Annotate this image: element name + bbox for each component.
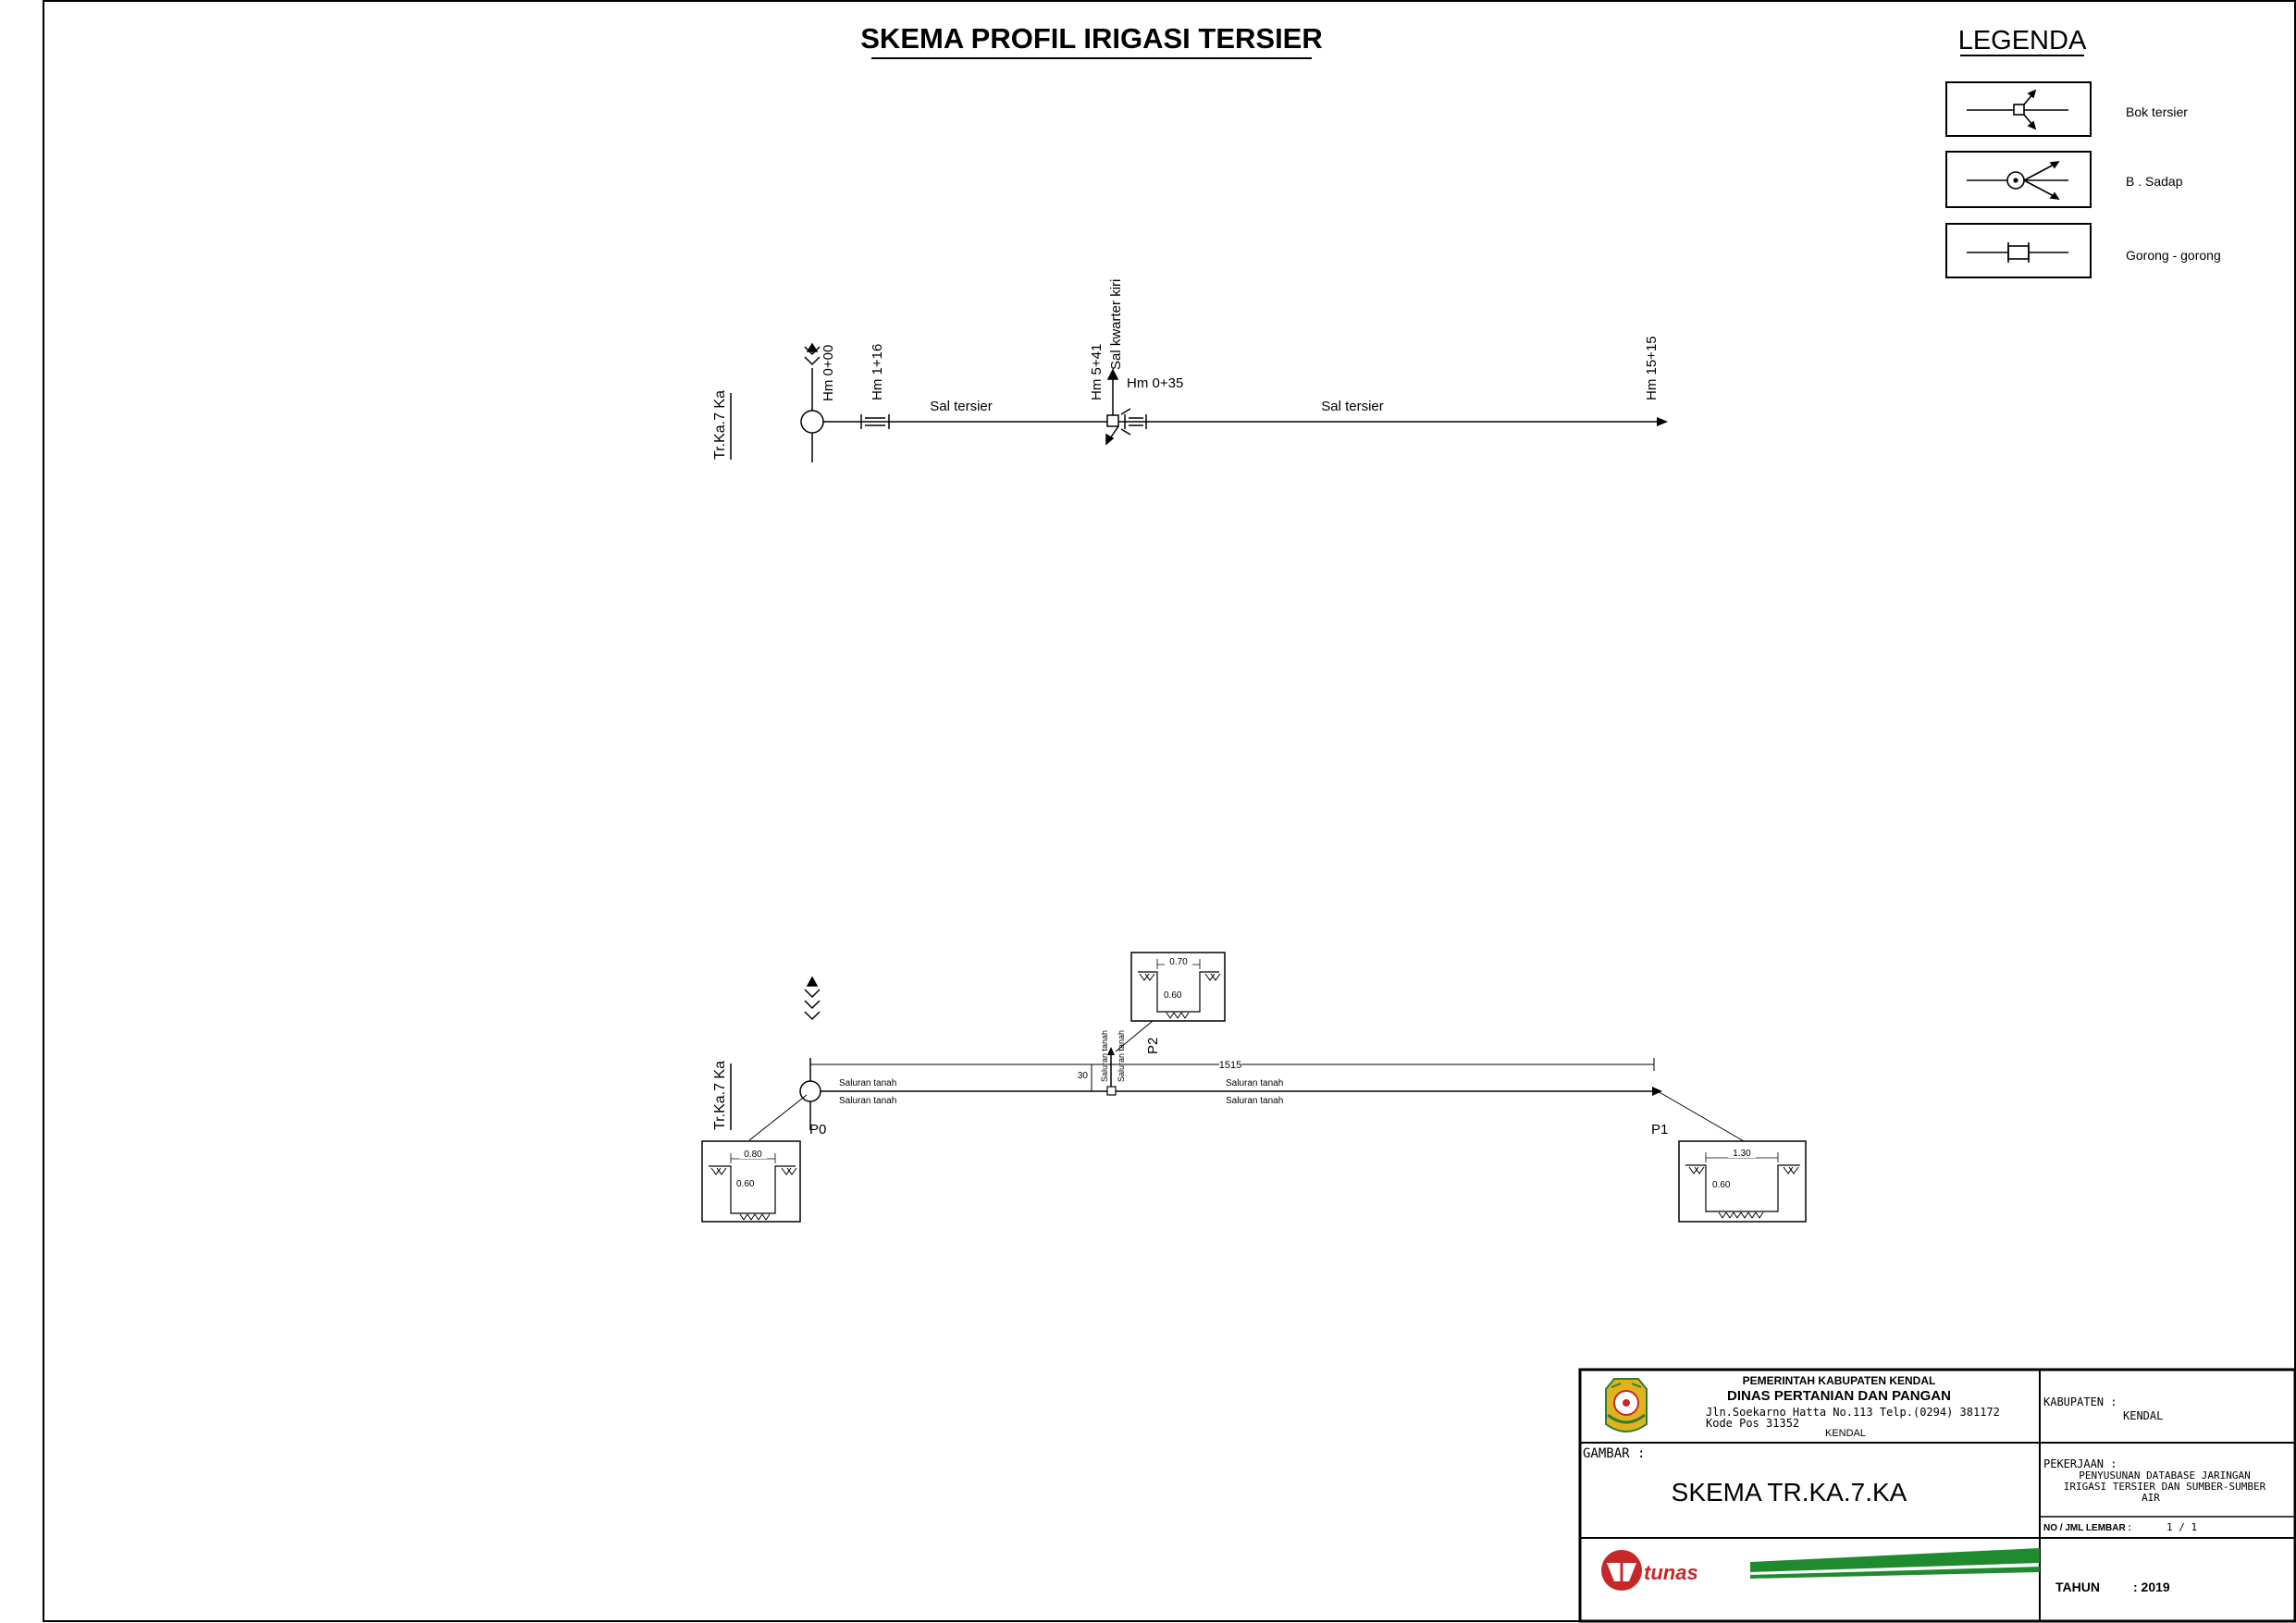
profile-point-label: P0 [809, 1122, 826, 1137]
gorong-gorong-icon [1124, 414, 1147, 429]
kabupaten-label: KABUPATEN : [2043, 1396, 2117, 1408]
profile-flow-icon [804, 976, 821, 1021]
cross-section-depth: 0.60 [736, 1179, 755, 1189]
gorong-gorong-symbol-icon [1967, 242, 2068, 263]
profile-channel-label: Saluran tanah [839, 1078, 896, 1088]
pekerjaan-line1: PENYUSUNAN DATABASE JARINGAN [2079, 1469, 2250, 1482]
profile-intake-icon [799, 1080, 821, 1102]
scheme-station-label: Hm 5+41 [1089, 344, 1105, 400]
legend-item-b-sadap: B . Sadap [1945, 151, 2183, 208]
agency-seal-icon [1605, 1378, 1648, 1432]
lembar-label: NO / JML LEMBAR : [2043, 1523, 2131, 1533]
drawing-title-text: SKEMA PROFIL IRIGASI TERSIER [860, 22, 1323, 55]
profile-branch-label: Saluran tanah [1100, 1030, 1109, 1082]
profile-point-label: P1 [1651, 1122, 1668, 1137]
profile-channel-label: Saluran tanah [839, 1096, 896, 1106]
agency-city: KENDAL [1825, 1428, 1866, 1439]
pekerjaan-line2: IRIGASI TERSIER DAN SUMBER-SUMBER [2064, 1481, 2266, 1493]
gambar-label: GAMBAR : [1583, 1446, 1645, 1461]
tahun-value: : 2019 [2133, 1580, 2170, 1594]
drawing-title: SKEMA PROFIL IRIGASI TERSIER [860, 22, 1323, 59]
bok-tersier-icon [1105, 368, 1131, 446]
pekerjaan-label: PEKERJAAN : [2043, 1457, 2117, 1470]
title-block: PEMERINTAH KABUPATEN KENDAL DINAS PERTAN… [1578, 1368, 2296, 1623]
consultant-logo-text: tunas [1644, 1561, 1698, 1584]
scheme-segment-label: Sal tersier [1321, 399, 1384, 414]
legend-label-gorong-gorong: Gorong - gorong [2126, 248, 2221, 263]
profile-channel-label: Saluran tanah [1226, 1096, 1283, 1106]
profile-source-label: Tr.Ka.7 Ka [712, 1061, 728, 1130]
irrigation-scheme: Tr.Ka.7 Ka [712, 279, 1668, 462]
profile-channel-label: Saluran tanah [1226, 1078, 1283, 1088]
profile-total-length: 1515 [1219, 1060, 1241, 1071]
scheme-station-label: Hm 1+16 [870, 344, 885, 400]
gorong-gorong-icon [860, 414, 890, 429]
legend: LEGENDA Bok tersier [1945, 26, 2221, 278]
agency-address-line1: Jln.Soekarno Hatta No.113 Telp.(0294) 38… [1706, 1406, 2000, 1419]
consultant-logo: tunas [1601, 1548, 2040, 1591]
kabupaten-value: KENDAL [2123, 1409, 2163, 1422]
cross-section-p2: 0.70 0.60 [1130, 952, 1226, 1022]
profile-point-label: P2 [1145, 1038, 1161, 1054]
scheme-source-label: Tr.Ka.7 Ka [712, 390, 728, 460]
agency-line2: DINAS PERTANIAN DAN PANGAN [1727, 1388, 1951, 1404]
scheme-branch-station: Hm 0+35 [1127, 375, 1183, 391]
scheme-main-arrow-icon [1657, 417, 1668, 426]
channel-profile: Tr.Ka.7 Ka 1515 30 Saluran tanah Saluran… [701, 952, 1807, 1223]
cross-section-depth: 0.60 [1712, 1180, 1731, 1190]
sheet-border [43, 0, 2296, 1622]
cross-section-top-width: 1.30 [1733, 1149, 1751, 1159]
legend-label-b-sadap: B . Sadap [2126, 174, 2183, 189]
profile-box-icon [1106, 1086, 1117, 1096]
legend-item-bok-tersier: Bok tersier [1945, 81, 2188, 137]
agency-address-line2: Kode Pos 31352 [1706, 1417, 1799, 1430]
profile-branch-label: Saluran tanah [1117, 1030, 1126, 1082]
profile-branch-arrow-icon [1107, 1047, 1115, 1055]
pekerjaan-line3: AIR [2142, 1492, 2160, 1504]
bok-tersier-symbol-icon [1967, 89, 2068, 130]
cross-section-p0: 0.80 0.60 [701, 1140, 801, 1223]
b-sadap-symbol-icon [1967, 160, 2068, 201]
lembar-value: 1 / 1 [2166, 1521, 2197, 1533]
legend-heading: LEGENDA [1958, 26, 2087, 55]
cross-section-p1: 1.30 0.60 [1678, 1140, 1807, 1223]
scheme-station-label: Hm 0+00 [821, 345, 836, 401]
cross-section-top-width: 0.80 [744, 1150, 762, 1160]
legend-item-gorong-gorong: Gorong - gorong [1945, 223, 2221, 278]
cross-section-depth: 0.60 [1164, 990, 1182, 1001]
consultant-emblem-icon [1601, 1550, 1642, 1591]
profile-main-arrow-icon [1652, 1087, 1662, 1096]
scheme-station-label: Hm 15+15 [1644, 336, 1660, 400]
tahun-label: TAHUN [2055, 1580, 2100, 1594]
scheme-branch-label: Sal kwarter kiri [1108, 279, 1124, 370]
agency-line1: PEMERINTAH KABUPATEN KENDAL [1743, 1374, 1936, 1387]
legend-label-bok-tersier: Bok tersier [2126, 105, 2188, 119]
profile-branch-offset: 30 [1078, 1071, 1089, 1081]
scheme-segment-label: Sal tersier [930, 399, 993, 414]
cross-section-top-width: 0.70 [1169, 957, 1188, 967]
gambar-value: SKEMA TR.KA.7.KA [1672, 1478, 1907, 1506]
